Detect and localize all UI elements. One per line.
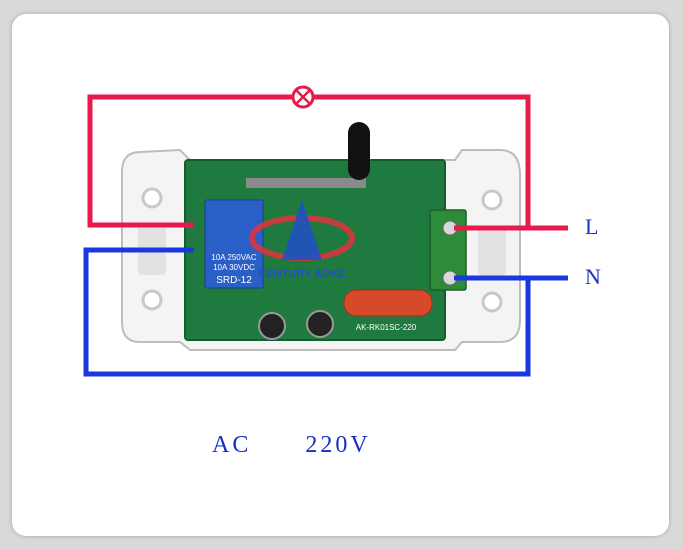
terminal-n-label: N bbox=[585, 264, 601, 289]
lamp-icon bbox=[291, 85, 315, 109]
neutral-wire bbox=[83, 247, 568, 377]
electrolytic-capacitors bbox=[258, 310, 334, 340]
relay-model: SRD-12 bbox=[216, 275, 252, 286]
logo-text: CENTURY AOKE bbox=[259, 268, 346, 280]
terminal-l-label: L bbox=[585, 214, 598, 239]
watermark-logo: CENTURY AOKE bbox=[249, 200, 355, 280]
board-model-label: AK-RK01SC-220 bbox=[356, 323, 417, 332]
x-capacitor bbox=[343, 289, 433, 317]
relay-rating-2: 10A 30VDC bbox=[213, 263, 255, 272]
relay-rating-1: 10A 250VAC bbox=[211, 253, 256, 262]
relay: 10A 250VAC 10A 30VDC SRD-12 bbox=[204, 199, 264, 289]
antenna-coil bbox=[348, 122, 370, 180]
supply-voltage-label: AC 220V bbox=[212, 432, 371, 458]
live-wire bbox=[87, 94, 568, 231]
